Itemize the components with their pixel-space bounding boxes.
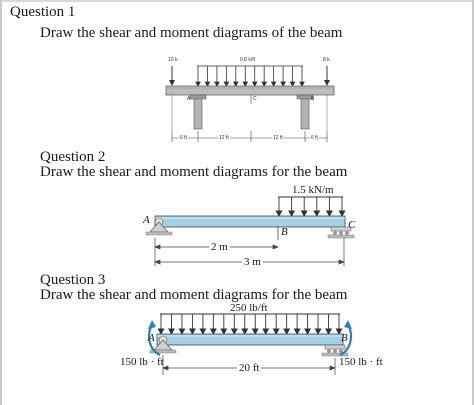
q1-label-c: C (253, 96, 257, 102)
load-arrow-head (270, 81, 277, 87)
q2-load-label: 1.5 kN/m (292, 184, 334, 196)
q3-left-moment-arrowhead (148, 320, 156, 329)
load-arrow-head (280, 81, 286, 87)
load-arrow-head (313, 210, 321, 217)
q3-title: Question 3 (40, 272, 106, 288)
q3-roller-support-b (321, 344, 349, 357)
q1-dim-2: 12 ft (218, 135, 230, 141)
q3-beam (156, 333, 344, 346)
q2-roller-support-c (327, 226, 355, 239)
load-arrow-head (262, 328, 270, 335)
load-arrow-head (251, 81, 258, 87)
load-arrow-head (241, 328, 249, 335)
q1-beam (165, 85, 335, 96)
q1-label-b: B (311, 96, 315, 102)
q2-label-a: A (143, 214, 150, 226)
q3-moment-left-label: 150 lb · ft (120, 356, 164, 368)
load-arrow-head (283, 328, 291, 335)
q1-label-a: A (187, 96, 191, 102)
load-arrow-head (178, 328, 186, 335)
q1-title: Question 1 (10, 4, 76, 20)
q3-prompt: Draw the shear and moment diagrams for t… (40, 287, 348, 303)
load-arrow-head (214, 81, 220, 87)
load-arrow-head (272, 328, 280, 335)
load-arrow-head (157, 328, 165, 335)
load-arrow-head (251, 328, 259, 335)
load-arrow-head (223, 81, 230, 87)
load-arrow-head (325, 328, 333, 335)
q3-label-a: A (148, 332, 155, 344)
q1-distributed-load (195, 65, 305, 87)
q2-label-b: B (281, 226, 288, 238)
load-arrow-head (204, 81, 211, 87)
q2-dim-2m: 2 m (209, 241, 230, 253)
load-arrow-head (293, 328, 301, 335)
q2-dim-3m: 3 m (242, 256, 263, 268)
page-right-border (472, 0, 474, 405)
page-left-border (0, 0, 2, 405)
q1-prompt: Draw the shear and moment diagrams of th… (40, 25, 343, 41)
load-arrow-head (195, 81, 201, 87)
q1-dim-1: 6 ft (179, 135, 188, 141)
q3-load-label: 250 lb/ft (230, 302, 268, 314)
q1-dimension-line (171, 95, 328, 142)
q3-dim-span: 20 ft (237, 362, 262, 374)
load-arrow-head (299, 81, 305, 87)
load-arrow-head (335, 328, 343, 335)
q3-right-moment-arrowhead (344, 320, 352, 329)
load-arrow-head (230, 328, 238, 335)
load-arrow-head (199, 328, 207, 335)
q2-distributed-load (275, 196, 346, 217)
q3-distributed-load (157, 313, 343, 335)
q3-label-b: B (341, 332, 348, 344)
q1-right-point-load (324, 66, 330, 86)
load-arrow-head (167, 328, 175, 335)
q1-dim-3: 12 ft (272, 135, 284, 141)
q1-load-right-label: 8 k (323, 57, 330, 63)
q3-pin-support-a (149, 335, 177, 354)
q3-moment-right-label: 150 lb · ft (339, 356, 383, 368)
load-arrow-head (314, 328, 322, 335)
load-arrow-head (338, 210, 346, 217)
q1-support-b (296, 94, 314, 130)
load-arrow-head (300, 210, 308, 217)
load-arrow-head (275, 210, 283, 217)
q1-support-a (189, 94, 207, 130)
load-arrow-head (288, 210, 296, 217)
q1-load-dist-label: 0.8 k/ft (240, 57, 256, 63)
load-arrow-head (289, 81, 296, 87)
q1-load-left-label: 10 k (168, 57, 178, 63)
load-arrow-head (188, 328, 196, 335)
load-arrow-head (232, 81, 239, 87)
q1-dim-4: 6 ft (310, 135, 319, 141)
q2-pin-support-a (145, 217, 173, 236)
q2-label-c: C (348, 219, 356, 231)
load-arrow-head (220, 328, 228, 335)
q2-title: Question 2 (40, 149, 106, 165)
load-arrow-head (304, 328, 312, 335)
q2-prompt: Draw the shear and moment diagrams for t… (40, 164, 348, 180)
load-arrow-head (242, 81, 249, 87)
load-arrow-head (209, 328, 217, 335)
q1-left-point-load (169, 66, 175, 86)
load-arrow-head (325, 210, 333, 217)
load-arrow-head (261, 81, 268, 87)
page-top-border (0, 0, 474, 2)
